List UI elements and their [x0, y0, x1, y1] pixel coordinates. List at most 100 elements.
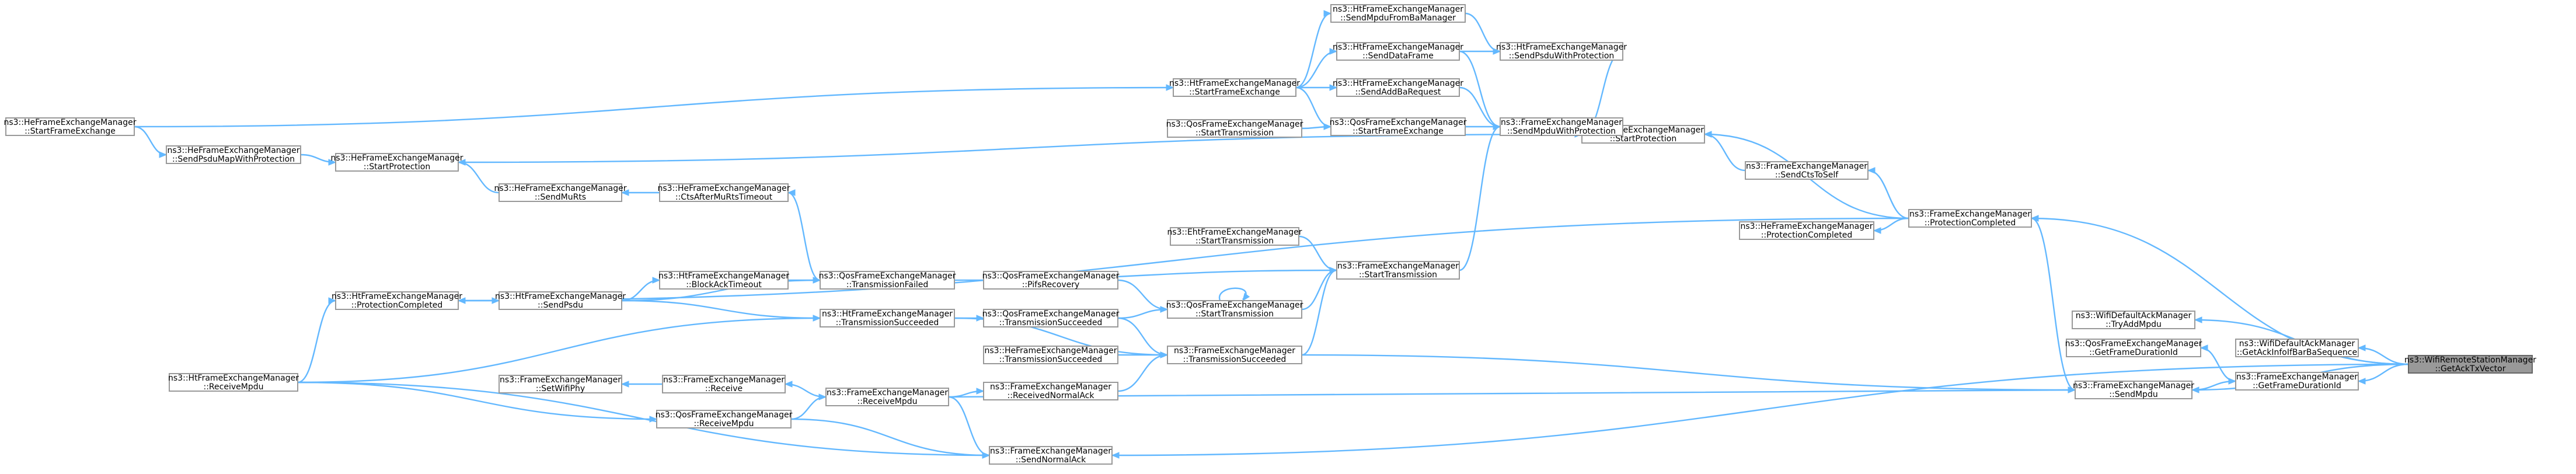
node-method-label: ::SetWifiPhy: [536, 384, 585, 393]
node-box: [335, 153, 459, 172]
function-node[interactable]: ns3::HtFrameExchangeManager::SendMpduFro…: [1330, 4, 1466, 23]
arrow-head: [1111, 452, 1120, 459]
function-node[interactable]: ns3::HtFrameExchangeManager::BlockAckTim…: [658, 271, 789, 290]
function-node[interactable]: ns3::HtFrameExchangeManager::SendPsdu: [495, 291, 626, 310]
node-class-label: ns3::WifiDefaultAckManager: [2239, 339, 2355, 348]
function-node[interactable]: ns3::FrameExchangeManager::Receive: [662, 375, 786, 393]
node-class-label: ns3::HeFrameExchangeManager: [984, 346, 1117, 356]
function-node[interactable]: ns3::HtFrameExchangeManager::ReceiveMpdu: [168, 373, 299, 392]
function-node[interactable]: ns3::HtFrameExchangeManager::SendDataFra…: [1333, 42, 1463, 61]
node-box: [659, 271, 789, 290]
function-node[interactable]: ns3::WifiDefaultAckManager::GetAckInfoIf…: [2235, 339, 2359, 357]
function-node[interactable]: ns3::HeFrameExchangeManager::StartProtec…: [330, 153, 463, 172]
node-box: [1745, 161, 1869, 180]
function-node[interactable]: ns3::FrameExchangeManager::SetWifiPhy: [499, 375, 622, 393]
call-edge: [297, 315, 821, 384]
arrow-head: [976, 388, 985, 395]
call-edge: [300, 154, 337, 166]
function-node[interactable]: ns3::QosFrameExchangeManager::PifsRecove…: [982, 271, 1120, 290]
function-node[interactable]: ns3::HtFrameExchangeManager::SendAddBaRe…: [1333, 78, 1463, 97]
node-class-label: ns3::HtFrameExchangeManager: [1169, 79, 1300, 88]
node-class-label: ns3::FrameExchangeManager: [1746, 162, 1867, 171]
function-node[interactable]: ns3::FrameExchangeManager::SendMpduWithP…: [1500, 117, 1623, 136]
function-node[interactable]: ns3::FrameExchangeManager::ProtectionCom…: [1908, 209, 2032, 228]
function-node[interactable]: ns3::QosFrameExchangeManager::Transmissi…: [982, 309, 1120, 327]
arrow-head: [1867, 167, 1876, 174]
arrow-head: [328, 297, 337, 304]
node-class-label: ns3::HtFrameExchangeManager: [1333, 43, 1463, 52]
function-node[interactable]: ns3::QosFrameExchangeManager::ReceiveMpd…: [656, 410, 793, 428]
function-node[interactable]: ns3::FrameExchangeManager::ReceiveMpdu: [825, 388, 949, 406]
function-node[interactable]: ns3::QosFrameExchangeManager::StartFrame…: [1330, 117, 1467, 136]
function-node[interactable]: ns3::QosFrameExchangeManager::GetFrameDu…: [2065, 339, 2202, 357]
function-node[interactable]: ns3::QosFrameExchangeManager::StartTrans…: [1166, 300, 1303, 319]
function-node[interactable]: ns3::HtFrameExchangeManager::SendPsduWit…: [1496, 42, 1627, 61]
nodes-layer: ns3::WifiRemoteStationManager::GetAckTxV…: [4, 4, 2536, 465]
function-node[interactable]: ns3::HeFrameExchangeManager::ProtectionC…: [1739, 221, 1874, 240]
node-class-label: ns3::HtFrameExchangeManager: [495, 292, 626, 301]
node-method-label: ::ReceiveMpdu: [857, 397, 918, 406]
function-node[interactable]: ns3::HtFrameExchangeManager::StartFrameE…: [1169, 78, 1300, 97]
function-node[interactable]: ns3::FrameExchangeManager::TransmissionS…: [1167, 346, 1302, 364]
call-edge: [621, 381, 663, 388]
arrow-head: [1242, 292, 1250, 302]
arrow-head: [1166, 84, 1174, 91]
edge-line: [458, 217, 1909, 302]
arrow-head: [328, 159, 337, 166]
edge-line: [621, 299, 821, 319]
arrow-head: [1493, 48, 1501, 55]
arrow-head: [621, 189, 629, 196]
node-box: [983, 271, 1118, 290]
edge-line: [787, 191, 821, 281]
edge-line: [1117, 308, 1168, 319]
call-edge: [1117, 279, 1169, 313]
node-method-label: ::TryAddMpdu: [2106, 320, 2162, 329]
function-node[interactable]: ns3::HtFrameExchangeManager::Transmissio…: [820, 309, 955, 327]
node-box: [1173, 78, 1296, 97]
function-node[interactable]: ns3::FrameExchangeManager::SendMpdu: [2073, 381, 2194, 399]
node-method-label: ::ReceivedNormalAck: [1008, 391, 1095, 400]
function-node[interactable]: ns3::EhtFrameExchangeManager::StartTrans…: [1167, 227, 1302, 246]
function-node[interactable]: ns3::HtFrameExchangeManager::ProtectionC…: [332, 291, 462, 310]
node-class-label: ns3::HtFrameExchangeManager: [1496, 43, 1627, 52]
node-method-label: ::ReceiveMpdu: [694, 419, 754, 428]
node-box: [659, 183, 789, 202]
function-node[interactable]: ns3::FrameExchangeManager::StartTransmis…: [1336, 261, 1460, 280]
function-node[interactable]: ns3::QosFrameExchangeManager::Transmissi…: [819, 271, 956, 290]
function-node[interactable]: ns3::FrameExchangeManager::GetFrameDurat…: [2235, 372, 2359, 391]
function-node[interactable]: ns3::HeFrameExchangeManager::CtsAfterMuR…: [657, 183, 790, 202]
node-box: [499, 375, 622, 393]
node-method-label: ::TransmissionFailed: [846, 280, 929, 290]
function-node[interactable]: ns3::HeFrameExchangeManager::SendPsduMap…: [166, 145, 301, 164]
node-method-label: ::ProtectionCompleted: [351, 301, 443, 310]
node-method-label: ::GetAckTxVector: [2435, 364, 2506, 374]
arrow-head: [652, 277, 661, 284]
arrow-head: [159, 151, 168, 158]
function-node[interactable]: ns3::QosFrameExchangeManager::StartTrans…: [1166, 119, 1303, 138]
function-node[interactable]: ns3::FrameExchangeManager::SendNormalAck: [989, 446, 1113, 465]
function-node[interactable]: ns3::FrameExchangeManager::ReceivedNorma…: [983, 382, 1118, 400]
arrow-head: [787, 189, 796, 196]
node-box: [499, 183, 622, 202]
node-method-label: ::SendPsduWithProtection: [1509, 51, 1615, 61]
function-node[interactable]: ns3::HeFrameExchangeManager::SendMuRts: [494, 183, 627, 202]
node-box: [820, 271, 955, 290]
arrow-head: [2357, 344, 2366, 351]
node-box: [169, 373, 298, 392]
call-edge: [297, 297, 337, 384]
edge-line: [458, 133, 1582, 163]
node-box: [1336, 42, 1460, 61]
function-node[interactable]: ns3::WifiDefaultAckManager::TryAddMpdu: [2072, 311, 2195, 329]
node-class-label: ns3::QosFrameExchangeManager: [2065, 339, 2202, 348]
function-node[interactable]: ns3::FrameExchangeManager::SendCtsToSelf: [1745, 161, 1869, 180]
edge-line: [948, 396, 990, 456]
call-edge: [1295, 84, 1338, 91]
function-node[interactable]: ns3::HeFrameExchangeManager::StartFrameE…: [4, 117, 137, 136]
node-box: [1170, 227, 1299, 246]
edge-line: [2031, 217, 2076, 391]
node-class-label: ns3::HeFrameExchangeManager: [167, 146, 299, 155]
edge-line: [2200, 347, 2236, 382]
function-node[interactable]: ns3::HeFrameExchangeManager::Transmissio…: [983, 346, 1118, 364]
node-method-label: ::SendNormalAck: [1016, 455, 1086, 465]
arrow-head: [2068, 386, 2076, 393]
